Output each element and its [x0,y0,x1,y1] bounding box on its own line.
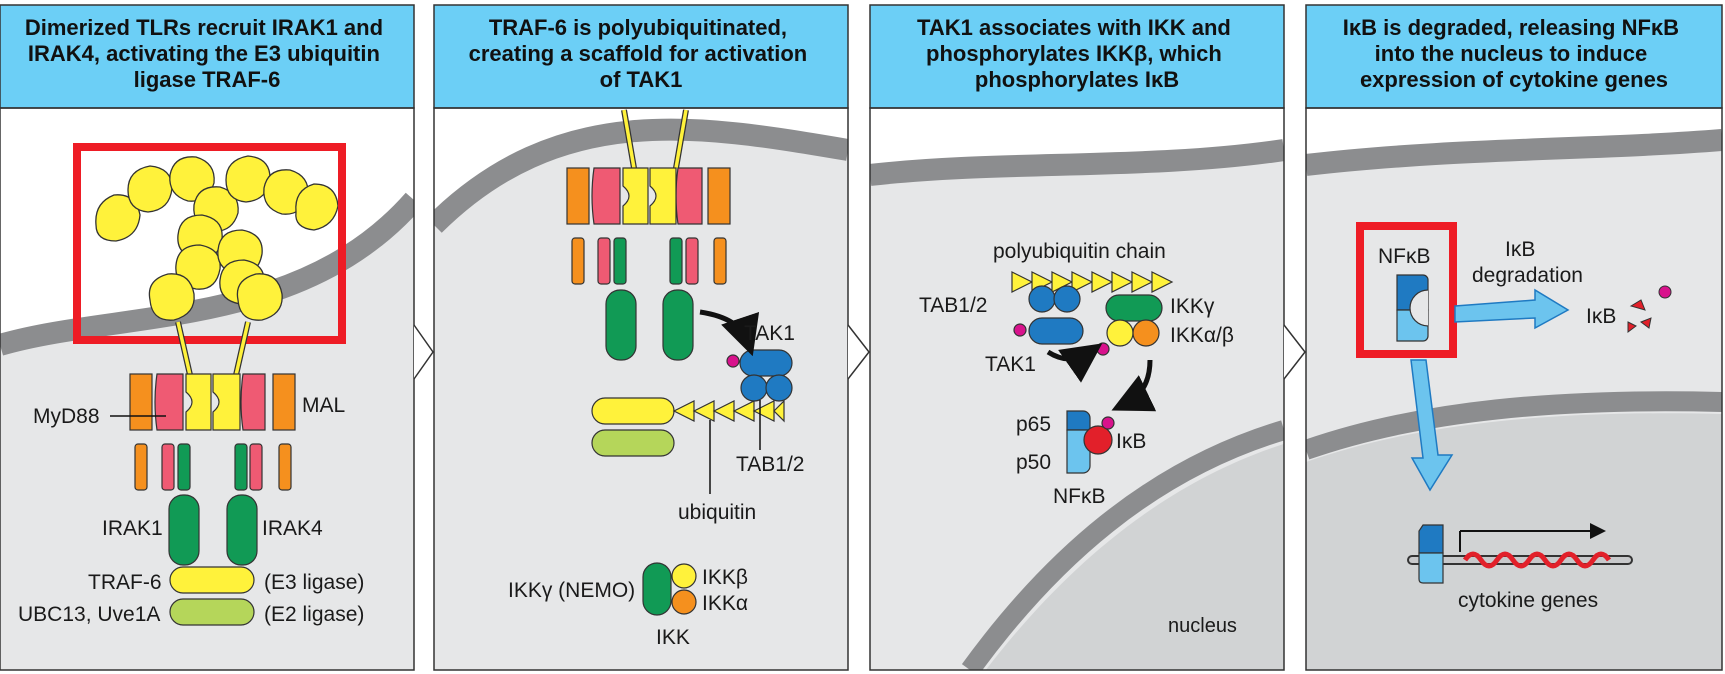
panel-1-header-bg [0,4,415,109]
step-arrow-2 [847,324,870,380]
traf6 [169,566,255,594]
label-ikka: IKKα [702,592,748,615]
step-arrow-3 [1283,324,1306,380]
tak1-complex-p2 [726,349,793,402]
label-mal: MAL [302,394,345,417]
label-ubc13: UBC13, Uve1A [18,603,160,626]
label-p50: p50 [1016,451,1051,474]
plasma-membrane [1306,129,1722,176]
nucleus [1306,413,1722,670]
label-ubiquitin: ubiquitin [678,501,756,524]
plasma-membrane [0,192,414,356]
label-p65: p65 [1016,413,1051,436]
tlr-transmembrane [175,321,251,376]
highlight-box-tlr [73,143,346,344]
step-arrow-1 [413,324,434,380]
label-ikkg-nemo: IKKγ (NEMO) [508,579,635,602]
step-arrows [413,324,1306,380]
label-ikkb: IKKβ [702,566,748,589]
receptor-complex-p2 [566,167,731,457]
tlr-tir-right [212,373,241,431]
ubc13-p2 [591,429,675,457]
gene-locus [1407,523,1633,584]
label-myd88: MyD88 [33,405,100,428]
label-irak1: IRAK1 [102,517,163,540]
mal-right [272,373,296,431]
arrow-to-nucleus [1410,359,1454,492]
nuclear-envelope [961,420,1284,670]
panel-1-header: Dimerized TLRs recruit IRAK1 and IRAK4, … [25,15,389,92]
cytoplasm [0,200,414,670]
label-nfkb-p4: NFκB [1378,245,1431,268]
label-irak4: IRAK4 [262,517,323,540]
traf6-p2 [591,397,675,425]
nfkb-ikb-complex [1066,410,1115,474]
plasma-membrane [434,118,848,233]
label-ikb-p4: IκB [1586,305,1616,328]
label-cytokine-genes: cytokine genes [1458,589,1598,612]
label-ikk: IKK [656,626,690,649]
nucleus [985,443,1284,670]
label-tak1-p2: TAK1 [744,322,795,345]
tlr-tir-left [185,373,212,431]
tak1-complex-p3 [1013,285,1084,345]
degraded-ikb-fragments [1627,285,1672,333]
label-traf6: TRAF-6 [88,571,162,594]
panel-4: IκB is degraded, releasing NFκB into the… [1305,4,1723,671]
label-ikb-degradation-1: IκB [1505,238,1535,261]
label-ikb-p3: IκB [1116,430,1146,453]
label-ikkab: IKKα/β [1170,324,1234,347]
panel-3: TAK1 associates with IKK and phosphoryla… [869,4,1285,671]
panel-2: TRAF-6 is polyubiquitinated, creating a … [433,4,849,671]
plasma-membrane [870,139,1284,186]
irak4 [226,494,258,566]
nuclear-envelope [1306,391,1722,460]
label-tab12-p3: TAB1/2 [919,294,987,317]
mal-left [129,373,153,431]
arrow-to-degradation [1454,288,1570,330]
label-tab12-p2: TAB1/2 [736,453,804,476]
polyubiquitin-p2 [672,399,785,423]
ubc13 [169,598,255,626]
label-ikb-degradation-2: degradation [1472,264,1583,287]
panel-4-header: IκB is degraded, releasing NFκB into the… [1343,15,1685,92]
panel-1: Dimerized TLRs recruit IRAK1 and IRAK4, … [0,4,415,671]
myd88-right [240,373,266,431]
myd88-left [154,373,184,431]
label-polyub-chain: polyubiquitin chain [993,240,1166,263]
ikk-complex-p2 [642,562,697,616]
label-nfkb-p3: NFκB [1053,485,1106,508]
panel-2-header: TRAF-6 is polyubiquitinated, creating a … [469,15,814,92]
receptor-complex-p1 [129,373,296,626]
panel-3-header: TAK1 associates with IKK and phosphoryla… [917,15,1237,92]
nfkb-free [1396,274,1429,342]
tlr-ectodomain-dimer [95,155,339,321]
irak1 [168,494,200,566]
label-e3: (E3 ligase) [264,571,364,594]
label-tak1-p3: TAK1 [985,353,1036,376]
label-nucleus: nucleus [1168,615,1237,637]
label-ikkg-p3: IKKγ [1170,295,1215,318]
highlight-box-nfkb [1356,222,1457,358]
label-e2: (E2 ligase) [264,603,364,626]
